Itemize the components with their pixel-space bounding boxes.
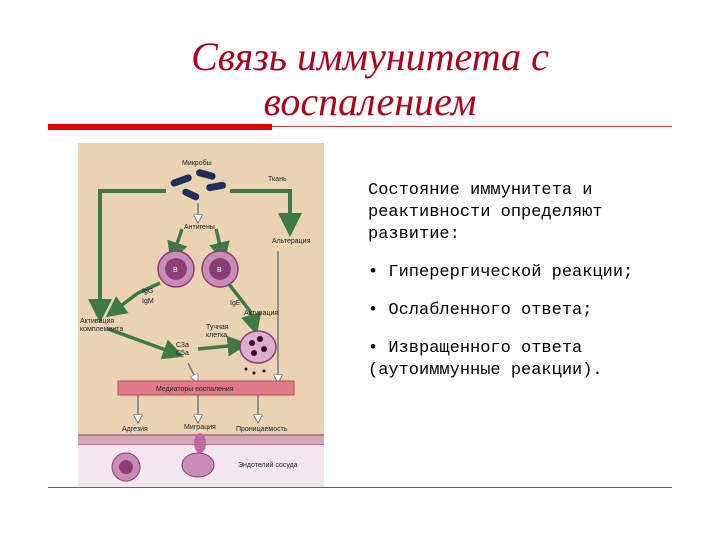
label-igm: IgM: [142, 298, 154, 305]
label-mast-2: клетка: [206, 332, 227, 339]
microbes-icon: [170, 169, 226, 201]
label-complement-2: комплемента: [80, 326, 123, 333]
arrow-right-loop: [230, 189, 302, 237]
list-item: • Извращенного ответа (аутоиммунные реак…: [368, 339, 603, 380]
intro-text: Состояние иммунитета и реактивности опре…: [368, 181, 603, 244]
arrow-ig-to-complement: [105, 281, 161, 318]
migrating-leukocyte: [181, 433, 215, 478]
label-c5a: С5а: [176, 350, 189, 357]
label-activation: Активация: [244, 310, 278, 317]
leukocyte-in-vessel: [111, 452, 141, 482]
title-divider-line: [272, 126, 672, 127]
arrow-complement-to-c3a: [107, 327, 184, 360]
slide-body-text: Состояние иммунитета и реактивности опре…: [368, 180, 688, 398]
immune-inflammation-diagram: Микробы Ткань Антигены Альтерация В В Ig…: [78, 143, 324, 487]
label-adhesion: Адгезия: [122, 426, 148, 433]
title-line-1: Связь иммунитета с: [191, 34, 549, 79]
mast-cell: [239, 330, 277, 375]
arrow-left-loop: [88, 189, 166, 323]
label-migration: Миграция: [184, 424, 216, 431]
mediators-bar: [117, 380, 295, 396]
arrow-to-b2: [209, 228, 230, 264]
label-mediators: Медиаторы воспаления: [156, 386, 234, 393]
b-cell-left: [157, 250, 195, 288]
title-line-2: воспалением: [263, 79, 477, 124]
list-item: • Гиперергической реакции;: [368, 263, 634, 282]
label-microbes: Микробы: [182, 159, 212, 167]
arrow-to-mediators: [187, 362, 196, 379]
reaction-list: • Гиперергической реакции; • Ослабленног…: [368, 262, 688, 382]
footer-divider-line: [48, 487, 672, 488]
arrow-ige-to-mast: [226, 281, 262, 336]
arrow-c3a-to-mast: [197, 335, 249, 357]
label-tissue: Ткань: [268, 176, 287, 183]
title-accent-bar: [48, 124, 272, 130]
label-endothelium: Эндотелий сосуда: [238, 461, 298, 469]
label-antigens: Антигены: [184, 224, 215, 231]
list-item: • Ослабленного ответа;: [368, 301, 593, 320]
label-b-cell-1: В: [173, 267, 178, 274]
label-b-cell-2: В: [217, 267, 222, 274]
label-ige: IgE: [230, 300, 241, 307]
slide-title: Связь иммунитета с воспалением: [90, 34, 650, 124]
label-complement-1: Активация: [80, 318, 114, 325]
label-alteration: Альтерация: [272, 238, 311, 245]
label-mast-1: Тучная: [206, 324, 229, 331]
label-permeability: Проницаемость: [236, 426, 288, 433]
b-cell-right: [201, 250, 239, 288]
label-c3a: С3а: [176, 342, 189, 349]
arrow-to-b1: [167, 228, 188, 263]
label-igg: IgG: [142, 288, 153, 295]
